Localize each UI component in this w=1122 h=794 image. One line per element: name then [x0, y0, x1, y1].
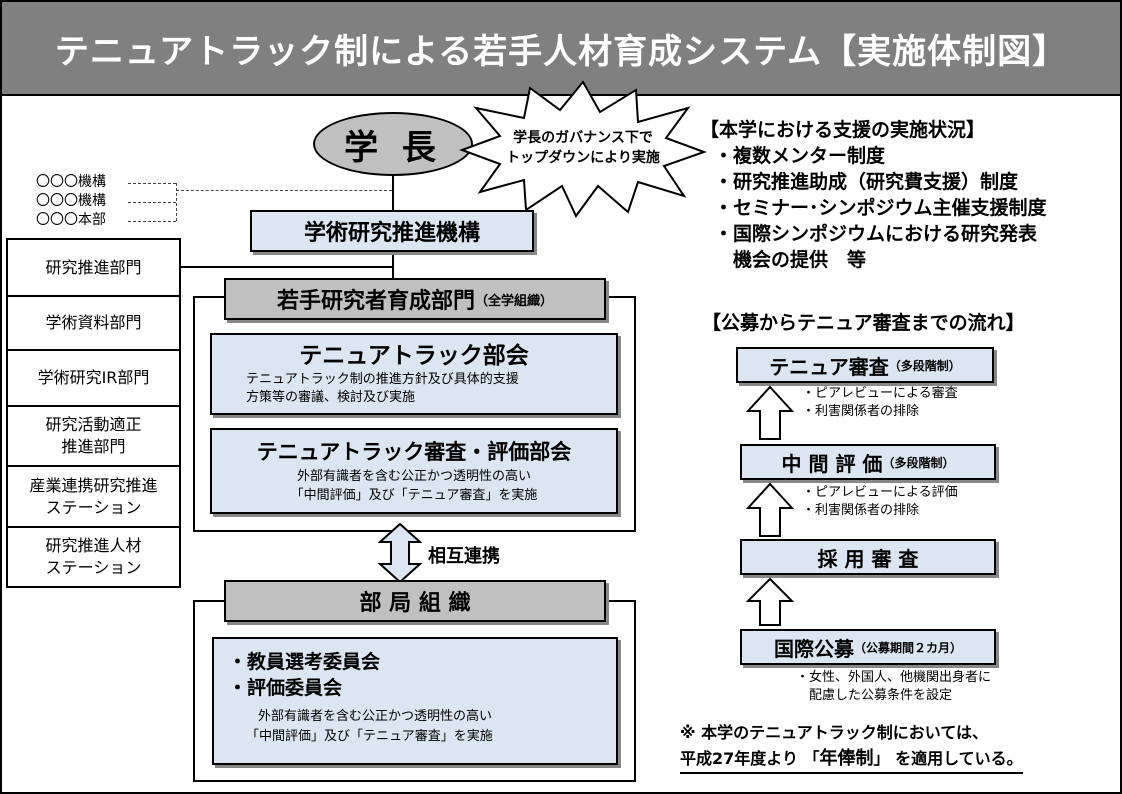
flow-midterm-name: 中 間 評 価: [781, 451, 883, 476]
support-item: ・複数メンター制度: [714, 145, 886, 167]
flow-intl-note: （公募期間２カ月）: [853, 640, 962, 655]
department-item: 学術資料部門: [6, 295, 181, 349]
support-item: ・国際シンポジウムにおける研究発表: [714, 223, 1038, 245]
faculty-desc1: 外部有識者を含む公正かつ透明性の高い: [258, 709, 493, 724]
flow-intl-name: 国際公募: [773, 636, 854, 661]
flow-bullet: ・利害関係者の排除: [802, 404, 920, 419]
department-line2: ステーション: [45, 497, 142, 517]
department-item: 研究活動適正推進部門: [6, 405, 181, 465]
department-line2: 推進部門: [61, 437, 126, 456]
starburst-line1: 学長のガバナンス下で: [513, 130, 653, 146]
department-item: 研究推進部門: [6, 238, 181, 295]
faculty-box: ・教員選考委員会 ・評価委員会 外部有識者を含む公正かつ透明性の高い 「中間評価…: [212, 637, 618, 765]
tt-committee-desc1: テニュアトラック制の推進方針及び具体的支援: [246, 372, 519, 387]
starburst-line2: トップダウンにより実施: [506, 150, 660, 166]
up-arrow-icon: [746, 385, 794, 440]
president-node: 学 長: [313, 112, 473, 176]
tt-committee-name: テニュアトラック部会: [299, 343, 529, 369]
dotted-connector: [128, 221, 176, 222]
department-item: 研究推進人材ステーション: [6, 526, 181, 588]
department-line1: 研究推進部門: [45, 257, 142, 277]
flow-heading: 【公募からテニュア審査までの流れ】: [702, 312, 1025, 334]
connector-line: [392, 252, 394, 280]
mutual-label: 相互連携: [428, 546, 500, 567]
department-line1: 学術研究IR部門: [37, 368, 150, 387]
department-line1: 産業連携研究推進: [29, 475, 158, 495]
small-org-item: 〇〇〇機構: [36, 174, 106, 190]
tt-committee-desc2: 方策等の審議、検討及び実施: [246, 390, 416, 405]
small-org-list: 〇〇〇機構 〇〇〇機構 〇〇〇本部: [36, 173, 132, 230]
up-arrow-icon: [746, 482, 794, 537]
flow-tenure-note: （多段階制）: [888, 358, 961, 373]
research-org-label: 学術研究推進機構: [303, 221, 480, 246]
review-committee-name: テニュアトラック審査・評価部会: [256, 440, 572, 464]
young-division-header: 若手研究者育成部門 （全学組織）: [224, 278, 606, 320]
flow-bullet: 配慮した公募条件を設定: [796, 688, 953, 703]
flow-bullet: ・ピアレビューによる審査: [802, 386, 958, 401]
flow-midterm-box: 中 間 評 価 （多段階制）: [740, 444, 996, 480]
starburst-callout: [459, 80, 707, 218]
flow-midterm-bullets: ・ピアレビューによる評価 ・利害関係者の排除: [802, 484, 958, 520]
department-line1: 研究推進人材: [45, 536, 142, 555]
research-org-box: 学術研究推進機構: [250, 210, 534, 252]
department-item: 学術研究IR部門: [6, 349, 181, 405]
small-org-item: 〇〇〇本部: [36, 212, 106, 228]
support-item: ・セミナー･シンポジウム主催支援制度: [714, 197, 1047, 219]
flow-intl-bullets: ・女性、外国人、他機関出身者に 配慮した公募条件を設定: [796, 669, 991, 705]
footnote-pre: 平成27年度より 「: [680, 749, 820, 768]
flow-bullet: ・利害関係者の排除: [802, 503, 920, 518]
up-arrow-icon: [746, 577, 794, 626]
small-org-item: 〇〇〇機構: [36, 193, 106, 209]
starburst-text: 学長のガバナンス下で トップダウンにより実施: [488, 128, 678, 168]
flow-tenure-bullets: ・ピアレビューによる審査 ・利害関係者の排除: [802, 385, 958, 421]
title-bar: テニュアトラック制による若手人材育成システム【実施体制図】: [0, 0, 1122, 96]
faculty-name: 部 局 組 織: [359, 591, 471, 616]
dotted-connector: [128, 202, 176, 203]
dotted-connector: [176, 183, 177, 221]
footnote-line2: 平成27年度より 「年俸制」 を適用している。: [680, 746, 1023, 774]
footnote-post: 」 を適用している。: [873, 749, 1023, 768]
support-section: 【本学における支援の実施状況】 ・複数メンター制度 ・研究推進助成（研究費支援）…: [700, 117, 1116, 273]
faculty-header: 部 局 組 織: [224, 580, 606, 622]
dotted-connector: [176, 190, 392, 191]
support-heading: 【本学における支援の実施状況】: [700, 119, 986, 141]
support-item: ・研究推進助成（研究費支援）制度: [714, 171, 1019, 193]
young-division-note: （全学組織）: [475, 293, 554, 309]
support-item: 機会の提供 等: [714, 249, 867, 271]
department-item: 産業連携研究推進ステーション: [6, 465, 181, 526]
flow-hiring-box: 採 用 審 査: [740, 539, 996, 575]
flow-tenure-box: テニュア審査 （多段階制）: [736, 347, 994, 383]
department-line1: 研究活動適正: [45, 415, 142, 434]
footnote-em: 年俸制: [819, 748, 874, 769]
connector-line: [180, 266, 393, 268]
diagram-frame: [0, 96, 1122, 794]
footnote: ※ 本学のテニュアトラック制においては、 平成27年度より 「年俸制」 を適用し…: [680, 720, 1023, 774]
department-line2: ステーション: [45, 558, 142, 577]
flow-bullet: ・ピアレビューによる評価: [802, 485, 958, 500]
page-title: テニュアトラック制による若手人材育成システム【実施体制図】: [54, 31, 1068, 72]
footnote-line1: ※ 本学のテニュアトラック制においては、: [680, 723, 989, 742]
flow-intl-box: 国際公募 （公募期間２カ月）: [740, 629, 996, 665]
flow-hiring-name: 採 用 審 査: [817, 546, 919, 571]
young-division-name: 若手研究者育成部門: [276, 289, 475, 314]
faculty-item2: ・評価委員会: [228, 677, 343, 699]
department-list: 研究推進部門 学術資料部門 学術研究IR部門 研究活動適正推進部門 産業連携研究…: [6, 238, 181, 588]
flow-midterm-note: （多段階制）: [882, 455, 955, 470]
review-committee-box: テニュアトラック審査・評価部会 外部有識者を含む公正かつ透明性の高い 「中間評価…: [210, 428, 618, 514]
president-label: 学 長: [344, 127, 442, 168]
faculty-desc2: 「中間評価」及び「テニュア審査」を実施: [246, 729, 493, 744]
faculty-item1: ・教員選考委員会: [228, 651, 381, 673]
flow-bullet: ・女性、外国人、他機関出身者に: [796, 670, 992, 685]
dotted-connector: [128, 183, 176, 184]
review-committee-desc1: 外部有識者を含む公正かつ透明性の高い: [296, 469, 531, 484]
mutual-arrow-icon: [378, 522, 422, 584]
department-line1: 学術資料部門: [45, 313, 142, 332]
connector-line: [392, 172, 394, 210]
flow-tenure-name: テニュア審査: [769, 354, 889, 379]
review-committee-desc2: 「中間評価」及び「テニュア審査」を実施: [290, 488, 538, 503]
tt-committee-box: テニュアトラック部会 テニュアトラック制の推進方針及び具体的支援 方策等の審議、…: [210, 333, 618, 415]
